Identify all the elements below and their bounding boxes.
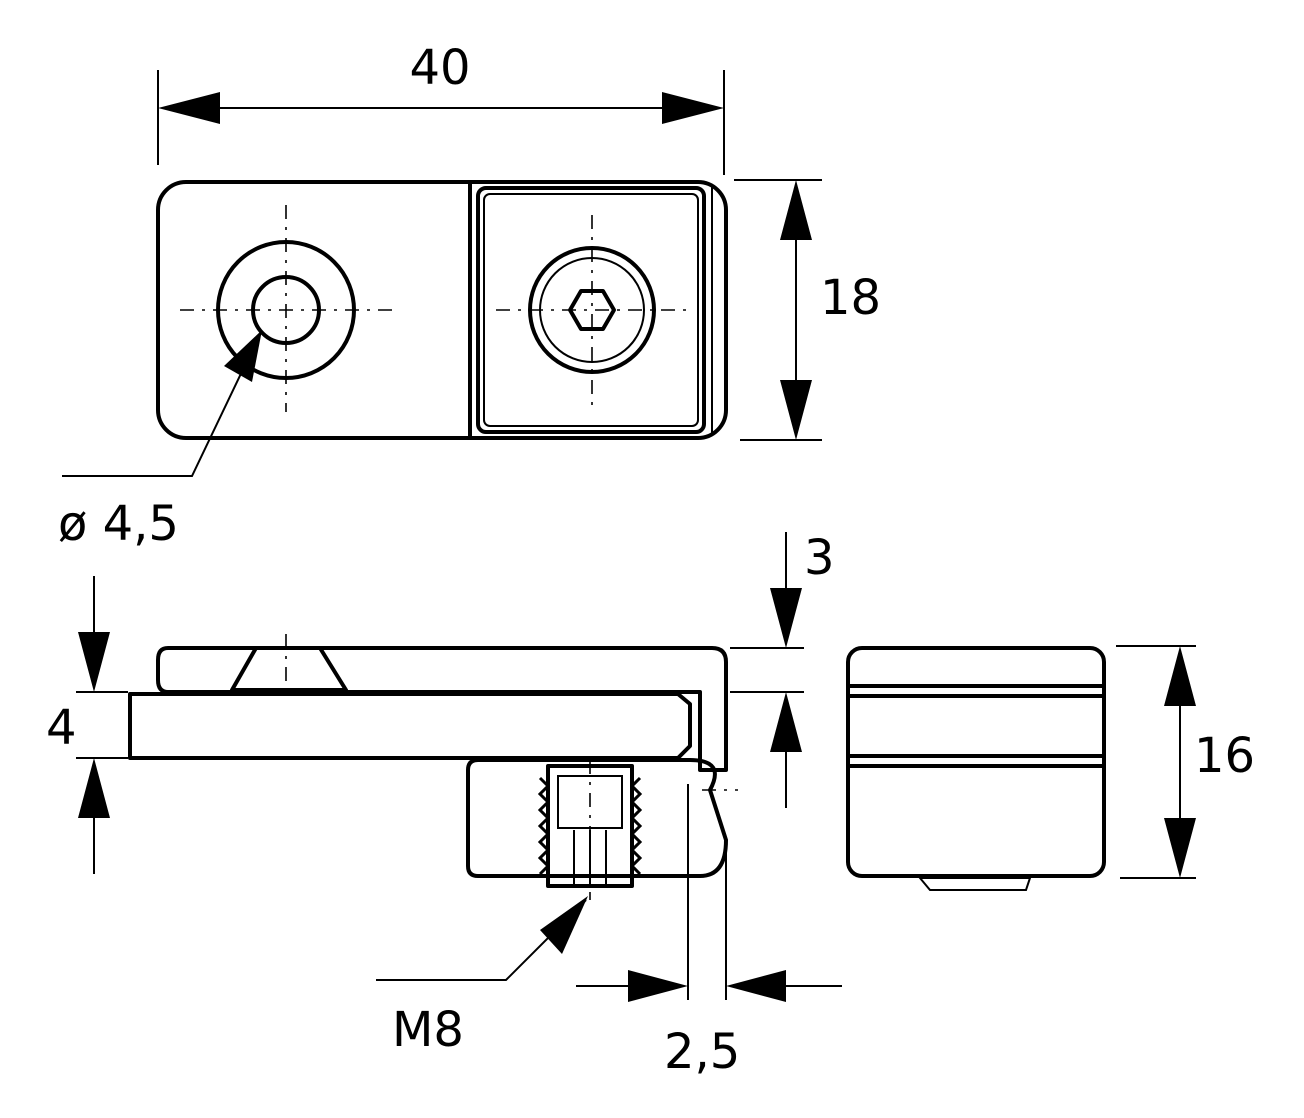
arrow-left — [158, 92, 220, 124]
dimension-18-label: 18 — [820, 270, 881, 326]
dimension-3-label: 3 — [804, 530, 835, 586]
section-view: 4 3 M8 2,5 — [46, 530, 842, 1080]
side-view: 16 — [846, 645, 1255, 891]
arrow-down — [770, 588, 802, 648]
leader-arrow — [540, 896, 588, 954]
arrow-up — [1164, 646, 1196, 706]
arrow-right — [662, 92, 724, 124]
clamp-plate — [476, 186, 706, 434]
hole-diameter-label: ø 4,5 — [58, 496, 179, 552]
dimension-16-label: 16 — [1194, 728, 1255, 784]
arrow-up — [770, 692, 802, 752]
leader-arrow — [224, 330, 262, 382]
body-outline — [156, 180, 728, 440]
clamp-body-section — [156, 646, 728, 772]
screw-tip — [917, 877, 1032, 891]
countersink-section — [230, 646, 348, 692]
thread-right — [629, 776, 643, 876]
thread-left — [537, 776, 551, 876]
arrow-down — [1164, 818, 1196, 878]
dimension-4-label: 4 — [46, 700, 77, 756]
arrow-up — [780, 180, 812, 240]
lower-clamp-section — [466, 758, 728, 878]
arrow-down — [78, 632, 110, 692]
clamp-plate-inner — [483, 193, 699, 427]
leader-line — [62, 337, 259, 477]
thread-label: M8 — [392, 1002, 464, 1058]
dimension-40-label: 40 — [409, 40, 470, 96]
arrow-up — [78, 758, 110, 818]
top-view: 40 18 ø 4,5 — [58, 40, 881, 552]
side-body-outline — [846, 646, 1106, 878]
arrow-left — [726, 970, 786, 1002]
glass-pane — [128, 692, 692, 760]
arrow-right — [628, 970, 688, 1002]
arrow-down — [780, 380, 812, 440]
dimension-2-5-label: 2,5 — [664, 1024, 740, 1080]
